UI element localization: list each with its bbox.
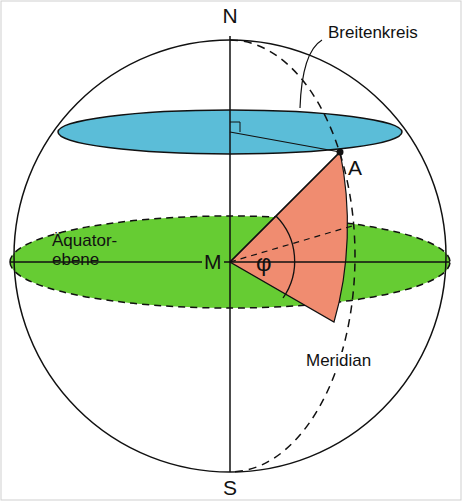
angle-label: φ [256, 250, 272, 276]
point-label: A [348, 156, 362, 179]
equator-plane-label: Äquator- ebene [52, 232, 136, 269]
meridian-label: Meridian [304, 352, 373, 371]
pole-label: S [223, 476, 237, 499]
center-label: M [202, 250, 224, 273]
pole-label: N [222, 4, 237, 27]
latitude-circle-label: Breitenkreis [326, 24, 420, 43]
